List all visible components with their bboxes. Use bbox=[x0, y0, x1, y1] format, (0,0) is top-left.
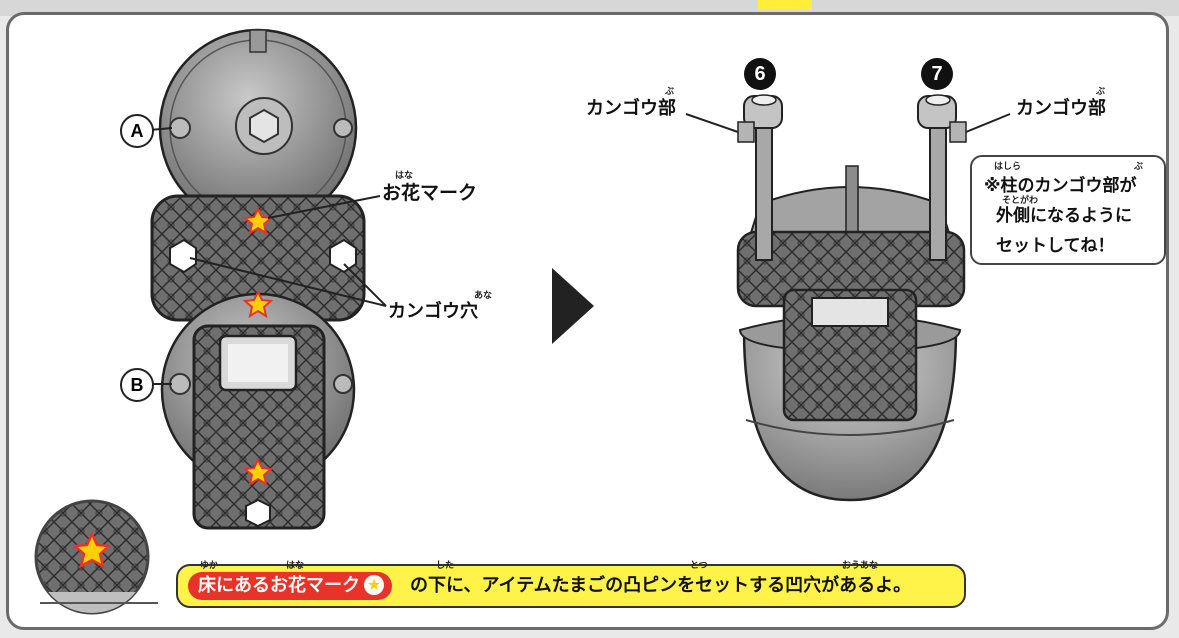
ruby-shita: した bbox=[436, 561, 455, 571]
ruby-bu-note: ぶ bbox=[1134, 162, 1144, 172]
kangou-part-right-label: カンゴウ部 bbox=[1016, 98, 1106, 119]
pillar-7 bbox=[917, 94, 967, 261]
ruby-yuka: ゆか bbox=[200, 561, 219, 571]
assembled-floor bbox=[736, 165, 966, 422]
hexagon-hole-icon bbox=[245, 498, 271, 528]
label-b: B bbox=[120, 368, 154, 402]
ruby-sotogawa: そとがわ bbox=[1002, 196, 1039, 206]
part-number-7: 7 bbox=[921, 58, 953, 90]
flower-star-icon: ★ bbox=[364, 575, 384, 595]
bottom-note-bar: ゆか はな 床にあるお花マーク★ した とつ おうあな の下に、アイテムたまごの… bbox=[176, 561, 966, 608]
kangou-hole-label: カンゴウ穴 bbox=[388, 301, 478, 322]
bottom-note-highlight: 床にあるお花マーク★ bbox=[188, 572, 392, 600]
flower-mark-label: お花マーク bbox=[382, 182, 478, 204]
flower-star-icon bbox=[242, 206, 274, 487]
note-line-2: 外側になるように bbox=[996, 206, 1132, 226]
leader-lines-right bbox=[685, 113, 1011, 133]
part-number-6: 6 bbox=[744, 58, 776, 90]
bottom-note-text: の下に、アイテムたまごの凸ピンをセットする凹穴があるよ。 bbox=[410, 575, 912, 596]
ruby-bu-right: ぶ bbox=[1096, 87, 1106, 97]
upper-floor-plate bbox=[150, 194, 366, 322]
bottom-note-highlight-text: 床にあるお花マーク bbox=[198, 575, 360, 596]
ruby-ana: あな bbox=[474, 291, 493, 301]
ruby-hana: はな bbox=[395, 171, 414, 181]
ruby-ouana: おうあな bbox=[842, 561, 879, 571]
hexagon-hole-icon bbox=[169, 238, 197, 274]
lower-floor-plate bbox=[192, 324, 326, 530]
pillar-6 bbox=[737, 94, 783, 261]
note-box: はしら ぶ ※柱のカンゴウ部が そとがわ 外側になるように セットしてね！ bbox=[970, 155, 1166, 265]
top-highlight bbox=[758, 0, 812, 10]
hexagon-hole-icon bbox=[329, 238, 357, 274]
ruby-hashira: はしら bbox=[994, 162, 1022, 172]
top-dome bbox=[158, 28, 358, 228]
ruby-bu-left: ぶ bbox=[665, 87, 675, 97]
play-arrow-icon bbox=[552, 268, 594, 344]
note-line-3: セットしてね！ bbox=[996, 236, 1115, 256]
kangou-part-left-label: カンゴウ部 bbox=[586, 98, 676, 119]
ruby-hana-bar: はな bbox=[286, 561, 305, 571]
ruby-totsu: とつ bbox=[690, 561, 708, 571]
note-line-1: ※柱のカンゴウ部が bbox=[984, 176, 1137, 196]
label-a: A bbox=[120, 114, 154, 148]
leader-lines-left bbox=[149, 127, 387, 385]
magnifier-inset bbox=[34, 499, 158, 615]
